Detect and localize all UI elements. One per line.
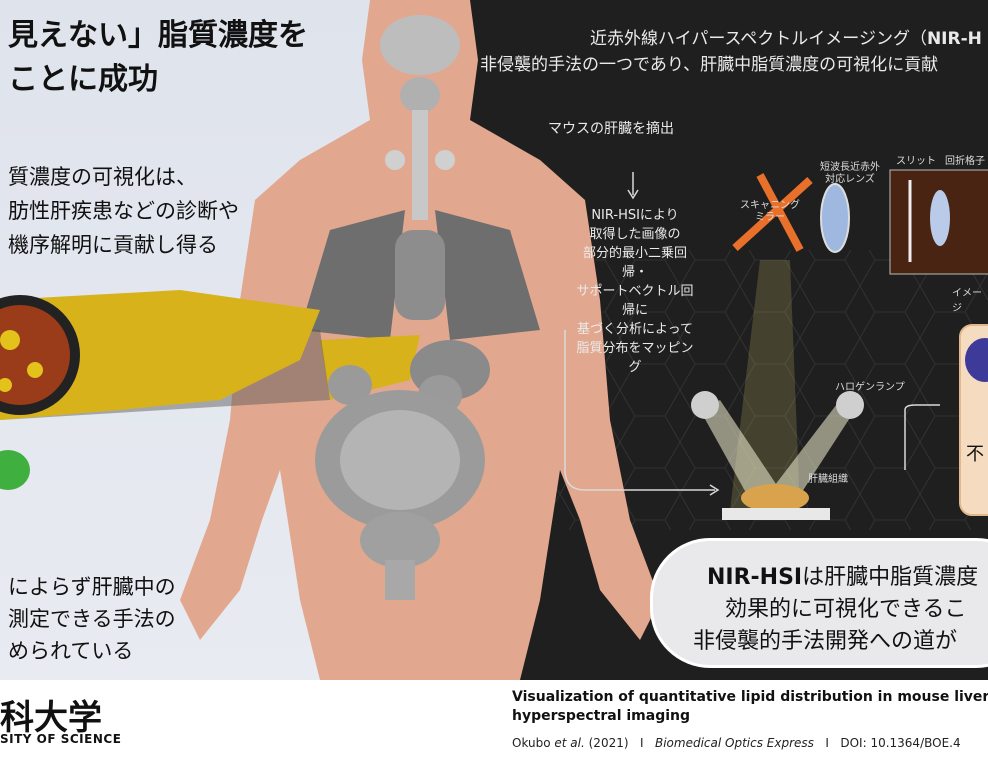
footer [0,680,988,760]
bottom-line3: められている [8,639,134,663]
step-analysis: NIR-HSIにより 取得した画像の 部分的最小二乗回帰・ サポートベクトル回帰… [575,206,695,377]
cite-separator: I [639,736,644,750]
liver-tissue-sample [741,484,809,512]
anatomy-illustration [0,0,988,680]
paper-title-line2: hyperspectral imaging [512,708,691,724]
callout-line2: 効果的に可視化できるこ [725,597,967,622]
label-halogen-lamp: ハロゲンランプ [835,382,905,393]
cite-separator: I [825,736,829,750]
step2-line4: サポートベクトル回帰に [576,284,694,318]
human-body-silhouette [180,0,660,680]
step2-line2: 取得した画像の [589,227,681,242]
label-lens-line1: 短波長近赤外 [820,162,880,173]
label-lens: 短波長近赤外 対応レンズ [820,162,880,186]
spectrograph-box [889,169,988,275]
label-mirror: スキャニング ミラー [740,200,800,224]
label-grating: 回折格子 [945,156,985,167]
brain [380,15,460,75]
university-logo-text: 科大学 [0,698,102,738]
paper-title-line1: Visualization of quantitative lipid dist… [512,689,988,705]
label-lens-line2: 対応レンズ [825,174,875,185]
magnified-liver [0,290,320,420]
citation: Okubo et al. (2021) I Biomedical Optics … [512,736,961,750]
sample-stage [722,508,830,520]
step2-line3: 部分的最小二乗回帰・ [582,246,687,280]
callout-line3: 非侵襲的手法開発への道が [693,629,958,654]
lamp-beam-right [775,400,855,495]
cite-year: (2021) [584,736,629,750]
bottom-line2: 測定できる手法の [8,607,176,631]
cite-doi: DOI: 10.1364/BOE.4 [840,736,961,750]
label-liver-tissue: 肝臓組織 [808,474,848,485]
desc-line2: 肪性肝疾患などの診断や [8,199,239,223]
callout-rest: は肝臓中脂質濃度 [802,565,979,590]
paper-title: Visualization of quantitative lipid dist… [512,688,988,726]
header-line2: 非侵襲的手法の一つであり、肝臓中脂質濃度の可視化に貢献 [480,55,939,75]
main-title-line2: ことに成功 [8,62,158,97]
step-extract-liver: マウスの肝臓を摘出 [548,121,674,137]
main-title-line1: 見えない」脂質濃度を [8,18,308,53]
conclusion-callout: NIR-HSIは肝臓中脂質濃度 効果的に可視化できるこ 非侵襲的手法開発への道が [650,538,988,668]
callout-line1: NIR-HSIは肝臓中脂質濃度 [707,559,978,591]
desc-line3: 機序解明に貢献し得る [8,233,218,257]
nir-lens [820,183,850,253]
university-logo-subtext: SITY OF SCIENCE [0,732,122,746]
bottom-line1: によらず肝臓中の [8,575,176,599]
callout-bold: NIR-HSI [707,565,803,590]
magnifier-lens [0,295,80,415]
label-mirror-line2: ミラー [755,212,785,223]
cite-author: Okubo [512,736,555,750]
header-line1: 近赤外線ハイパースペクトルイメージング（NIR-H [590,24,982,49]
step2-line6: 脂質分布をマッピング [576,341,694,375]
step2-line5: 基づく分析によって [577,322,693,337]
step2-line1: NIR-HSIにより [591,208,679,223]
label-mirror-line1: スキャニング [740,200,800,211]
right-lung [435,210,540,340]
lamp-beam-left [700,400,780,500]
left-lung [300,210,405,340]
label-image: イメージ [952,288,982,314]
result-card-text: 不 [966,444,984,465]
halogen-lamp-left [691,391,719,419]
label-slit: スリット [896,156,936,167]
cite-journal: Biomedical Optics Express [654,736,814,750]
desc-line1: 質濃度の可視化は、 [8,165,197,189]
header-bold: NIR-H [926,29,982,49]
header-prefix: 近赤外線ハイパースペクトルイメージング（ [590,29,927,49]
halogen-lamp-right [836,391,864,419]
cite-etal: et al. [554,736,585,750]
